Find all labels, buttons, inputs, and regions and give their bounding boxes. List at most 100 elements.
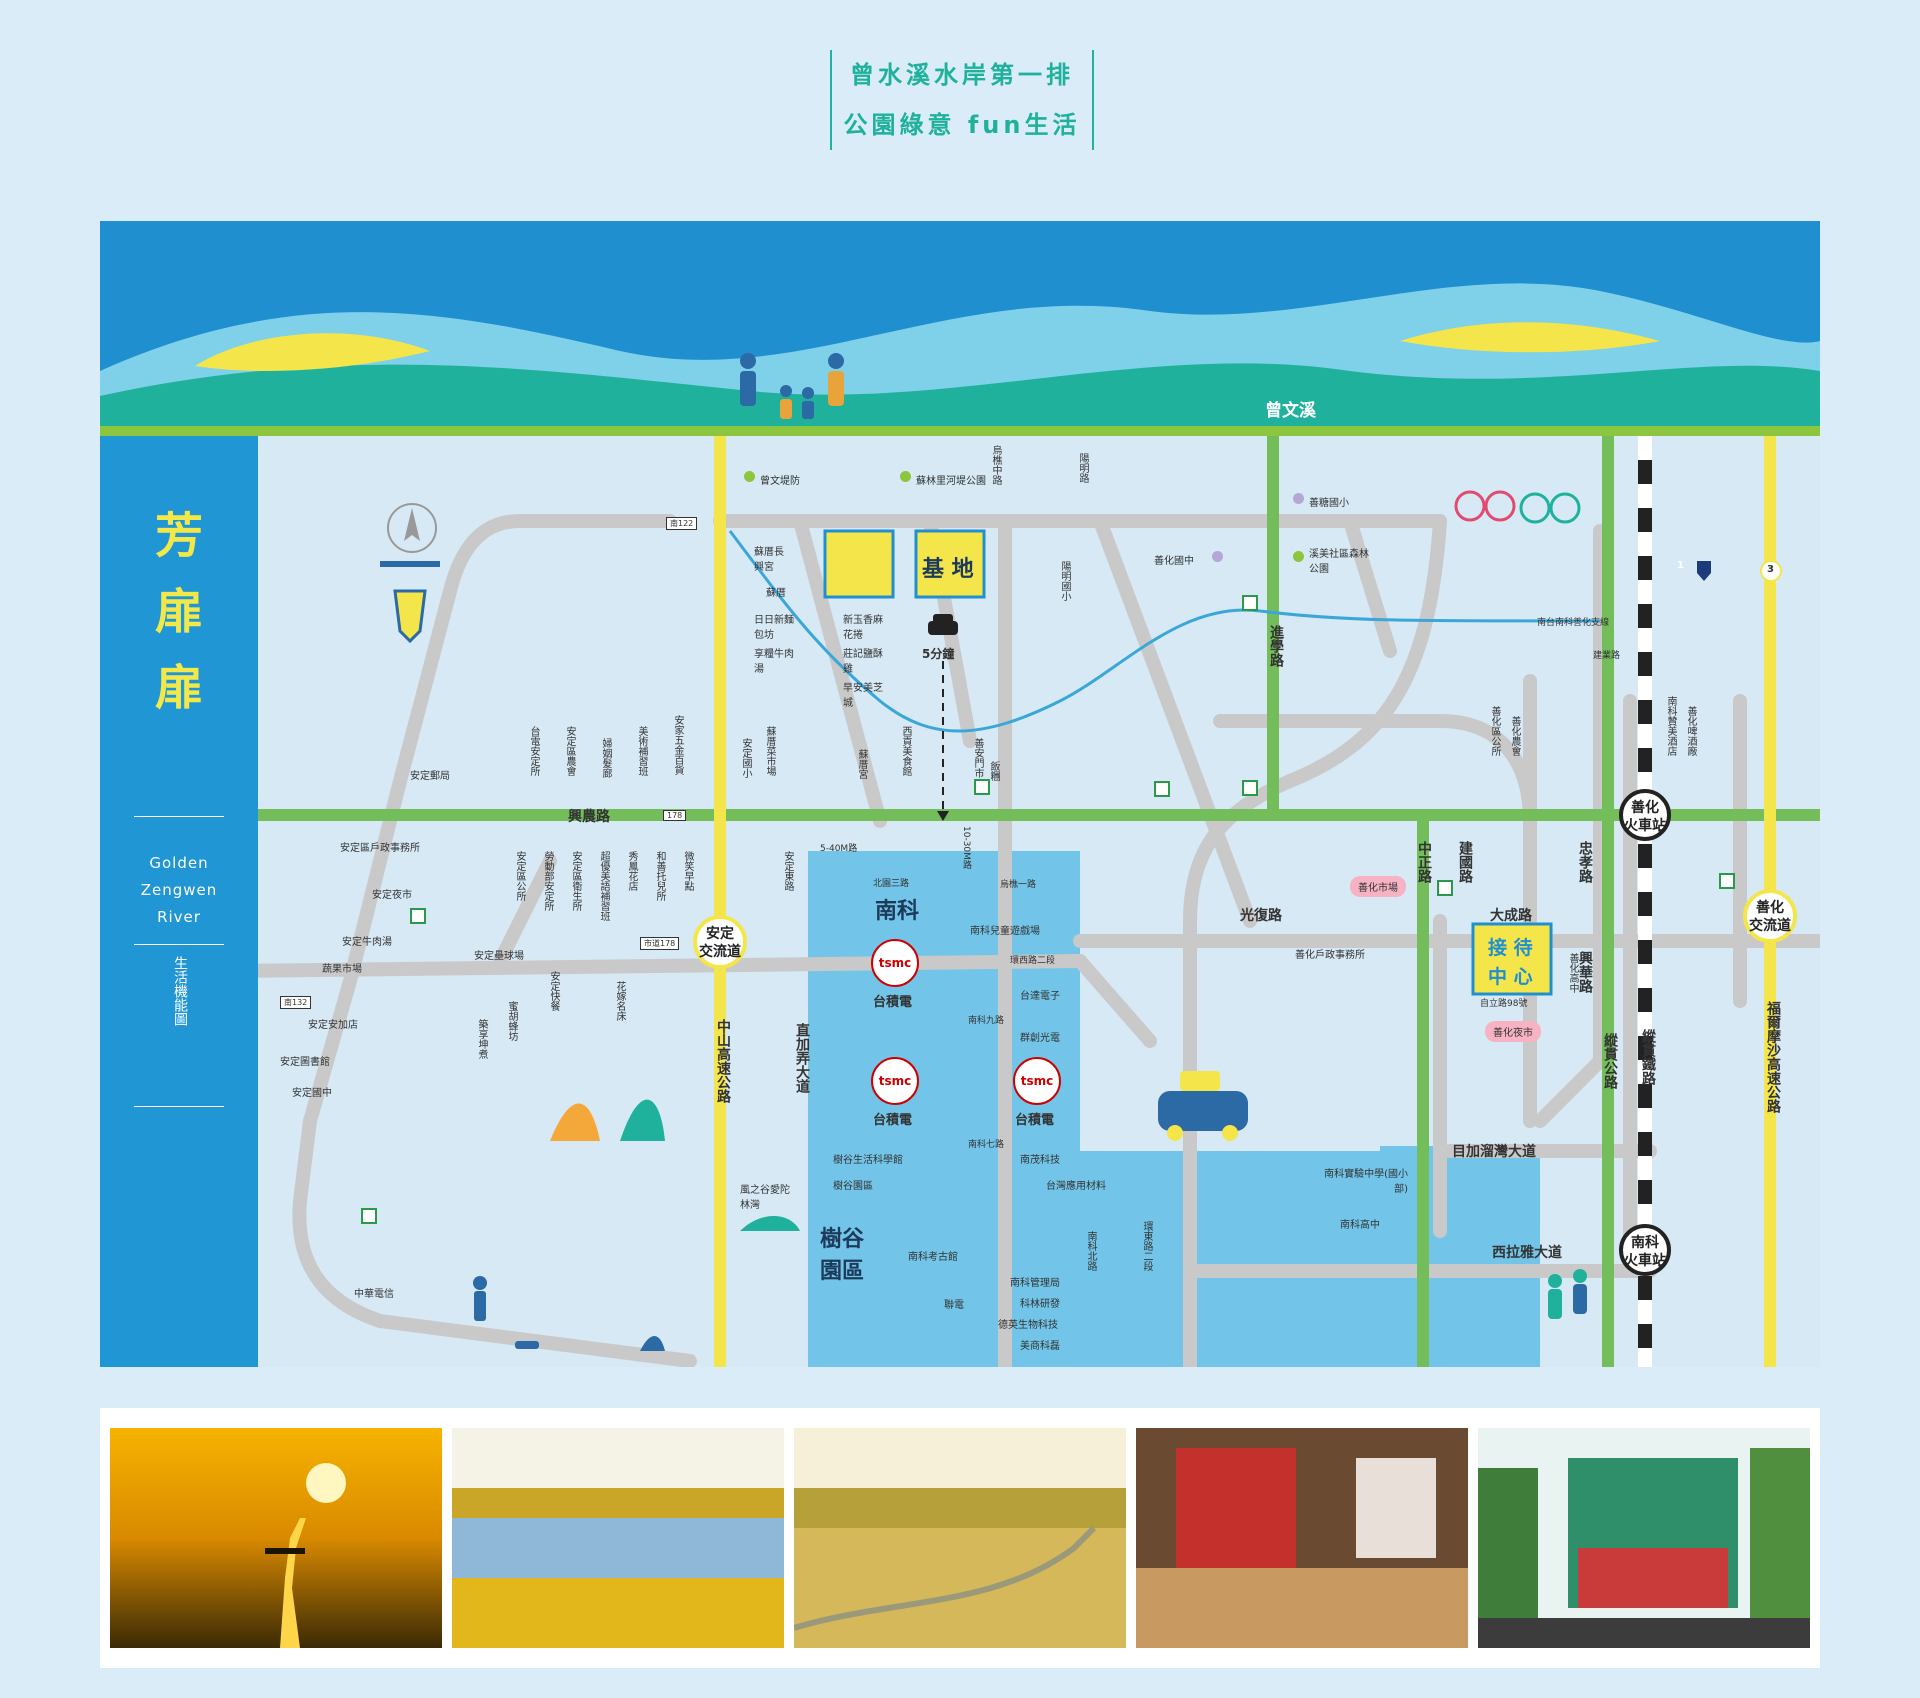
photo-strip (100, 1408, 1820, 1668)
svg-text:tsmc: tsmc (1021, 1074, 1054, 1088)
site-label: 基 地 (922, 557, 974, 582)
family-illustration (740, 353, 844, 419)
road-nanke1: 烏樵一路 (1000, 880, 1037, 890)
road-nanke7: 南科七路 (968, 1140, 1005, 1150)
reception-box (1471, 922, 1553, 996)
poi-dot (744, 471, 755, 482)
poi-sucuo-temple: 蘇厝長興宮 (754, 547, 784, 573)
road-mujia: 目加溜灣大道 (1452, 1144, 1536, 1160)
yellow-hill-right (1400, 322, 1660, 353)
poi-nanke-hs: 南科高中 (1340, 1220, 1380, 1231)
poi-anding-east: 安定東路 (782, 851, 793, 891)
poi-household: 安定區戶政事務所 (340, 843, 420, 854)
poi-shanhua-farmers: 善化農會 (1509, 716, 1520, 756)
poi-chunghwa: 中華電信 (354, 1289, 394, 1300)
header-line-2: 公園綠意 fun生活 (843, 111, 1081, 139)
page-header: 曾水溪水岸第一排 公園綠意 fun生活 (830, 50, 1094, 150)
shield-n132: 南132 (280, 996, 312, 1009)
reception-line-1: 接 待 (1488, 937, 1533, 959)
road-formosa: 福爾摩沙高速公路 (1765, 1001, 1781, 1113)
road-beiyuan3: 北園三路 (873, 879, 910, 889)
anding-interchange: 安定交流道 (693, 915, 747, 969)
photo-sunset (110, 1428, 442, 1648)
poi-district-office: 安定區公所 (514, 851, 525, 901)
side-panel: 芳 扉 扉 Golden Zengwen River 生活機能圖 (100, 436, 258, 1367)
nanke-station: 南科火車站 (1619, 1224, 1671, 1276)
road-nankebei: 南科北路 (1085, 1231, 1096, 1271)
header-line-1: 曾水溪水岸第一排 (850, 61, 1074, 89)
side-divider-1 (134, 816, 224, 817)
road-jinxue: 進學路 (1268, 625, 1284, 667)
drive-time-label: 5分鐘 (922, 647, 955, 661)
poi-ximei: 溪美社區森林公園 (1309, 549, 1369, 575)
poi-mahua: 新玉香麻花捲 (843, 615, 883, 641)
poi-dot (1212, 551, 1223, 562)
poi-hardware: 安家五金百貨 (672, 715, 683, 775)
poi-anding-jh: 安定國中 (292, 1088, 332, 1099)
poi-shanhua-hs: 善化高中 (1567, 953, 1578, 993)
shugu-label-1: 樹谷 (820, 1227, 865, 1252)
poi-sucuo: 蘇厝 (766, 588, 786, 599)
poi-beef: 安定牛肉湯 (342, 937, 392, 948)
shanhua-station: 善化火車站 (1619, 789, 1671, 841)
road-width40: 5-40M路 (820, 844, 858, 854)
poi-breakfast: 早安美芝城 (843, 683, 883, 709)
road-zhongshan: 中山高速公路 (715, 1019, 731, 1103)
highway-branch-line (728, 530, 1601, 733)
poi-salon: 婦姻髮廊 (600, 738, 611, 778)
road-zhijia: 直加弄大道 (794, 1023, 810, 1093)
shield-s178: 市道178 (640, 937, 680, 950)
reception-line-2: 中 心 (1488, 966, 1533, 988)
poi-bed: 花嫁名床 (614, 981, 625, 1021)
road-width10: 10-30M路 (961, 826, 971, 869)
poi-experimental: 南科實驗中學(國小部) (1324, 1169, 1408, 1195)
side-en-1: Golden (149, 854, 209, 872)
poi-labor: 勞動部安定所 (542, 851, 553, 911)
poi-shanhua-office: 善化區公所 (1489, 706, 1500, 756)
shield-n122: 南122 (666, 517, 698, 530)
side-vertical-title: 生活機能圖 (172, 956, 188, 1026)
poi-shanhua-household: 善化戶政事務所 (1295, 950, 1365, 961)
poi-post: 安定郵局 (410, 771, 450, 782)
shanhua-interchange: 善化交流道 (1743, 889, 1797, 943)
poi-hotel: 南科贊美酒店 (1665, 696, 1676, 756)
shield-hw3: 3 (1767, 564, 1774, 575)
site-box-b (914, 529, 986, 599)
photo-park (794, 1428, 1126, 1648)
poi-kla: 美商科磊 (1020, 1341, 1060, 1352)
highway-shields (1697, 560, 1782, 582)
compass-icon (387, 503, 437, 553)
road-zhongzheng: 中正路 (1416, 841, 1432, 883)
poi-nightmarket: 安定夜市 (372, 890, 412, 901)
poi-shantang: 善糖國小 (1309, 498, 1349, 509)
poi-cook: 築享坤煮 (476, 1019, 487, 1059)
road-xinghua: 興華路 (1577, 951, 1593, 993)
site-box-a (823, 529, 895, 599)
nanke-park-area (808, 851, 1540, 1367)
poi-beefsoup: 享糧牛肉湯 (754, 649, 794, 675)
poi-anding-es: 安定國小 (740, 738, 751, 778)
poi-shanhua-jh: 善化國中 (1154, 556, 1194, 567)
jinxue-road (1183, 514, 1447, 1367)
tsmc-label-1: 台積電 (873, 995, 913, 1010)
car-icon (928, 614, 958, 635)
poi-playground: 南科兒童遊戲場 (970, 926, 1040, 937)
poi-address: 自立路98號 (1480, 999, 1528, 1009)
poi-english: 超優美語補習班 (598, 851, 609, 921)
poi-honey: 蜜胡蜂坊 (506, 1001, 517, 1041)
river-water (100, 363, 1820, 436)
svg-text:tsmc: tsmc (879, 1074, 912, 1088)
poi-taipower: 台電安定所 (528, 726, 539, 776)
side-title-2: 扉 (154, 584, 203, 640)
map-graphics: tsmc tsmc tsmc (100, 221, 1820, 1367)
poi-riverpark: 蘇林里河堤公園 (916, 476, 986, 487)
travelers-illustration (1548, 1269, 1587, 1319)
side-en-2: Zengwen (140, 881, 218, 899)
nanke-label: 南科 (875, 899, 920, 924)
poi-art: 美術補習班 (636, 726, 647, 776)
poi-dike: 曾文堤防 (760, 476, 800, 487)
road-zongguan-road: 縱貫公路 (1602, 1033, 1618, 1089)
poi-archaeology: 南科考古館 (908, 1252, 958, 1263)
poi-flower: 秀鳳花店 (626, 851, 637, 891)
side-title-1: 芳 (154, 508, 203, 564)
